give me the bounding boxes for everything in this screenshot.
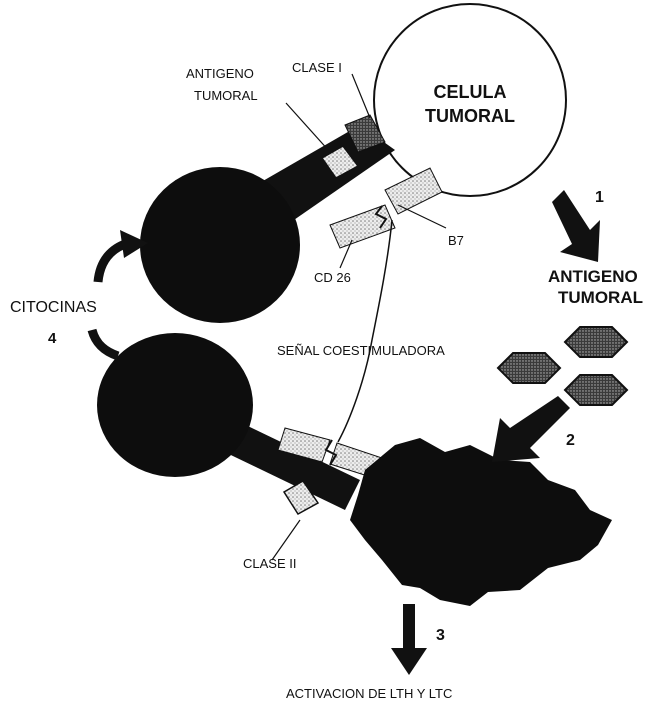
b7-label: B7 [448, 233, 464, 248]
tumor-cell-label-line1: CELULA [434, 82, 507, 102]
cd26-bar [330, 205, 395, 248]
leader-clase-i [352, 74, 370, 118]
arrow-3 [391, 604, 427, 675]
leader-antigen [286, 103, 330, 152]
step-4-number: 4 [48, 330, 57, 347]
clase-ii-label: CLASE II [243, 556, 296, 571]
costimulatory-signal-label: SEÑAL COESTIMULADORA [277, 343, 445, 358]
activation-label: ACTIVACION DE LTH Y LTC [286, 686, 452, 701]
antigen-hexagon [565, 327, 627, 357]
tumor-antigen-cluster [498, 327, 627, 405]
arrow-1 [552, 190, 600, 262]
leader-clase-ii [272, 520, 300, 560]
clase-i-label: CLASE I [292, 60, 342, 75]
antigen-hexagon [498, 353, 560, 383]
antigen-hexagon [565, 375, 627, 405]
arrow-2 [492, 396, 570, 462]
cd26-label: CD 26 [314, 270, 351, 285]
bottom-t-cell [97, 333, 253, 477]
antigen-right-label-line1: ANTIGENO [548, 267, 638, 286]
antigen-presenting-cell [350, 438, 612, 606]
top-t-cell [140, 167, 300, 323]
step-2-number: 2 [566, 432, 575, 449]
cytokines-label: CITOCINAS [10, 299, 97, 316]
arrow-4-cytokines [92, 230, 148, 356]
step-3-number: 3 [436, 627, 445, 644]
leader-b7 [398, 205, 446, 228]
antigen-top-label-line1: ANTIGENO [186, 66, 254, 81]
antigen-top-label-line2: TUMORAL [194, 88, 258, 103]
tumor-cell-label-line2: TUMORAL [425, 106, 515, 126]
antigen-right-label-line2: TUMORAL [558, 288, 643, 307]
step-1-number: 1 [595, 189, 604, 206]
